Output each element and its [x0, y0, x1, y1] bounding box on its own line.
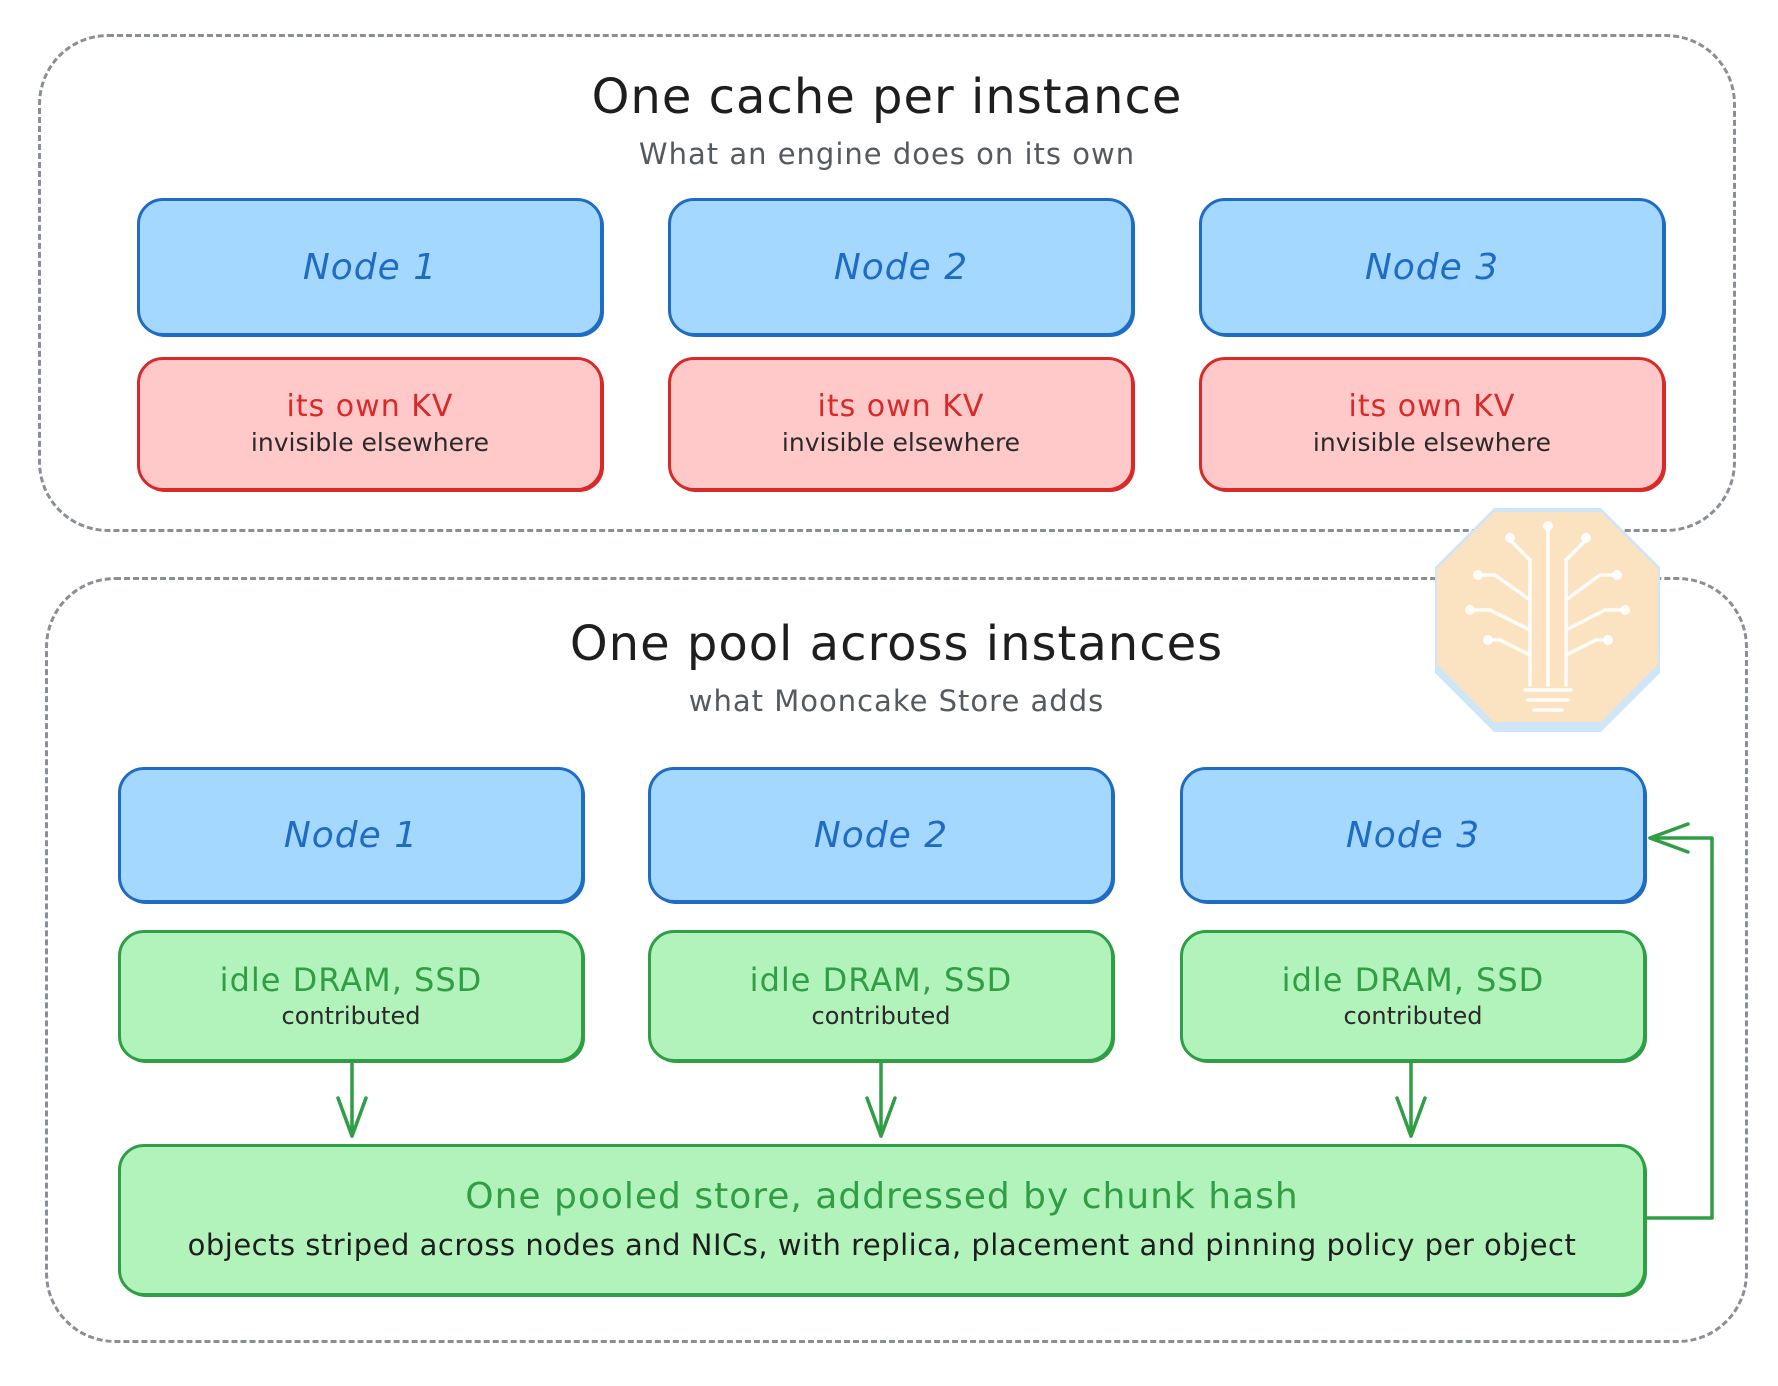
top-node-1: Node 1	[137, 198, 603, 336]
bottom-node-3: Node 3	[1180, 767, 1646, 903]
node-label: Node 1	[302, 246, 438, 288]
top-node-3: Node 3	[1199, 198, 1665, 336]
top-kv-box-1: its own KV invisible elsewhere	[137, 357, 603, 491]
bottom-group-title: One pool across instances	[569, 616, 1224, 672]
node-label: Node 2	[833, 246, 969, 288]
node-label: Node 1	[283, 814, 419, 856]
mem-note: contributed	[811, 1002, 951, 1030]
node-label: Node 2	[813, 814, 949, 856]
pool-title: One pooled store, addressed by chunk has…	[465, 1176, 1299, 1217]
bottom-group-container: One pool across instances what Mooncake …	[45, 577, 1748, 1343]
kv-title: its own KV	[1348, 389, 1516, 424]
top-group-subtitle: What an engine does on its own	[638, 137, 1136, 171]
bottom-node-2: Node 2	[648, 767, 1114, 903]
mem-title: idle DRAM, SSD	[1281, 961, 1545, 999]
bottom-node-1: Node 1	[118, 767, 584, 903]
top-kv-box-2: its own KV invisible elsewhere	[668, 357, 1134, 491]
kv-title: its own KV	[817, 389, 985, 424]
top-kv-box-3: its own KV invisible elsewhere	[1199, 357, 1665, 491]
mem-note: contributed	[281, 1002, 421, 1030]
mem-title: idle DRAM, SSD	[749, 961, 1013, 999]
kv-title: its own KV	[286, 389, 454, 424]
kv-note: invisible elsewhere	[250, 428, 490, 457]
bottom-mem-box-1: idle DRAM, SSD contributed	[118, 930, 584, 1062]
mem-note: contributed	[1343, 1002, 1483, 1030]
mem-title: idle DRAM, SSD	[219, 961, 483, 999]
bottom-group-subtitle: what Mooncake Store adds	[688, 684, 1105, 718]
bottom-mem-box-3: idle DRAM, SSD contributed	[1180, 930, 1646, 1062]
top-node-2: Node 2	[668, 198, 1134, 336]
bottom-mem-box-2: idle DRAM, SSD contributed	[648, 930, 1114, 1062]
node-label: Node 3	[1364, 246, 1500, 288]
top-group-container: One cache per instance What an engine do…	[38, 34, 1736, 532]
top-group-title: One cache per instance	[591, 69, 1183, 125]
pool-note: objects striped across nodes and NICs, w…	[187, 1228, 1577, 1262]
kv-note: invisible elsewhere	[781, 428, 1021, 457]
pooled-store-box: One pooled store, addressed by chunk has…	[118, 1144, 1646, 1296]
node-label: Node 3	[1345, 814, 1481, 856]
kv-note: invisible elsewhere	[1312, 428, 1552, 457]
